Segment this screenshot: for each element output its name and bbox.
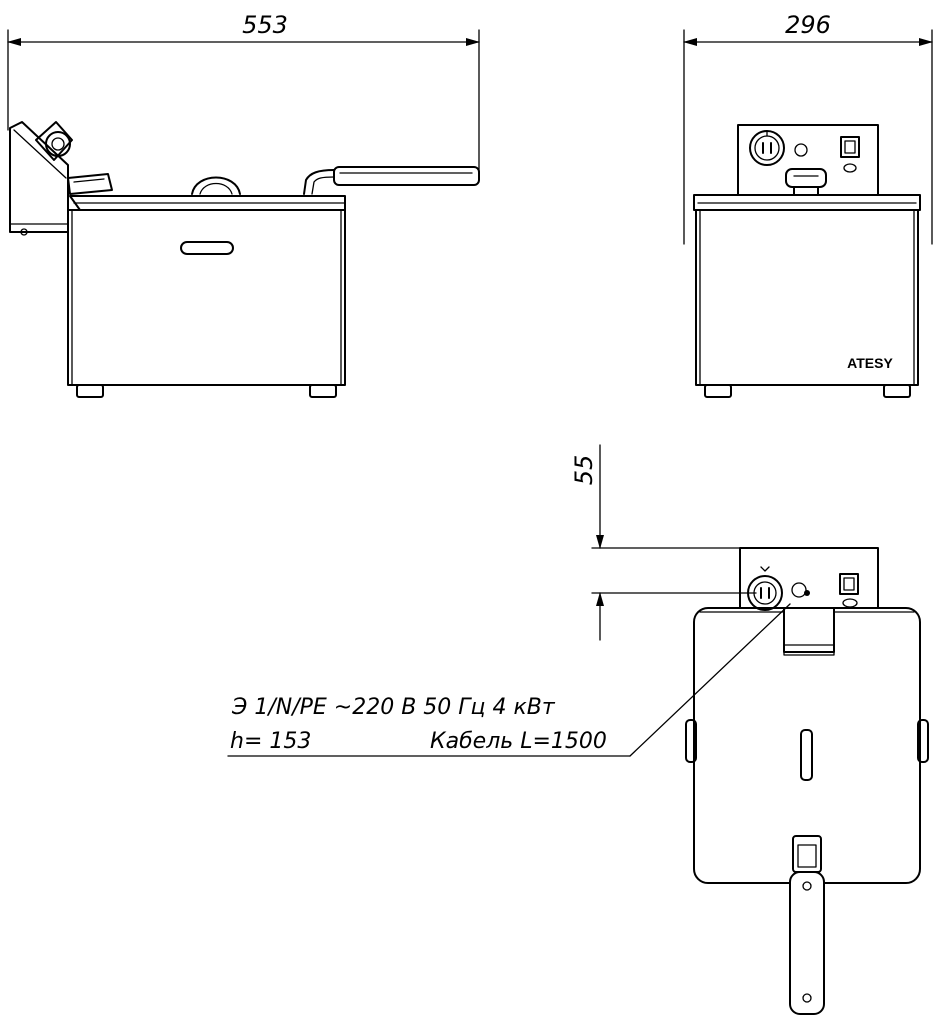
dimension-55-label: 55 (570, 455, 598, 486)
dimension-296-label: 296 (785, 11, 831, 39)
dimension-553: 553 (7, 11, 480, 173)
spec-leader (227, 603, 791, 757)
side-foot-right (309, 384, 337, 398)
switch-icon (840, 136, 860, 158)
top-switch-icon (839, 573, 859, 595)
front-control-panel (737, 124, 879, 200)
side-lid-hinge (67, 173, 113, 195)
top-control-panel (739, 547, 879, 611)
spec-note-line1: Э 1/N/PE ~220 В 50 Гц 4 кВт (231, 695, 556, 720)
front-foot-left (704, 384, 732, 398)
side-body (67, 209, 346, 386)
dimension-296: 296 (683, 11, 933, 245)
top-knob-icon (783, 607, 835, 656)
front-top-rim (693, 194, 921, 211)
top-power-socket-icon (747, 566, 783, 611)
front-body: ATESY (695, 209, 919, 386)
side-knob-icon (35, 121, 73, 161)
power-socket-icon (749, 130, 785, 166)
top-view: 55 (227, 444, 929, 1015)
side-lug-right (917, 719, 929, 763)
top-center-slot (800, 729, 813, 781)
front-view: 296 (683, 11, 933, 398)
side-foot-left (76, 384, 104, 398)
side-basket-handle (303, 166, 480, 195)
spec-note-height: h= 153 (230, 729, 311, 754)
top-indicator-lamp-icon (791, 582, 807, 598)
side-control-head (9, 121, 73, 236)
indicator-lamp-icon (794, 143, 808, 157)
front-knob-icon (785, 168, 827, 200)
side-view: 553 (7, 11, 480, 398)
spec-note-cable: Кабель L=1500 (430, 729, 607, 754)
side-handle-slot (180, 241, 234, 255)
dimension-553-label: 553 (242, 11, 288, 39)
front-foot-right (883, 384, 911, 398)
brand-logo: ATESY (847, 355, 893, 371)
side-lug-left (685, 719, 697, 763)
dimension-55: 55 (570, 444, 757, 641)
side-top-rim (69, 195, 346, 211)
top-basket-handle (789, 835, 825, 1015)
side-basket-handle-loop (191, 176, 241, 195)
top-body (685, 607, 929, 884)
